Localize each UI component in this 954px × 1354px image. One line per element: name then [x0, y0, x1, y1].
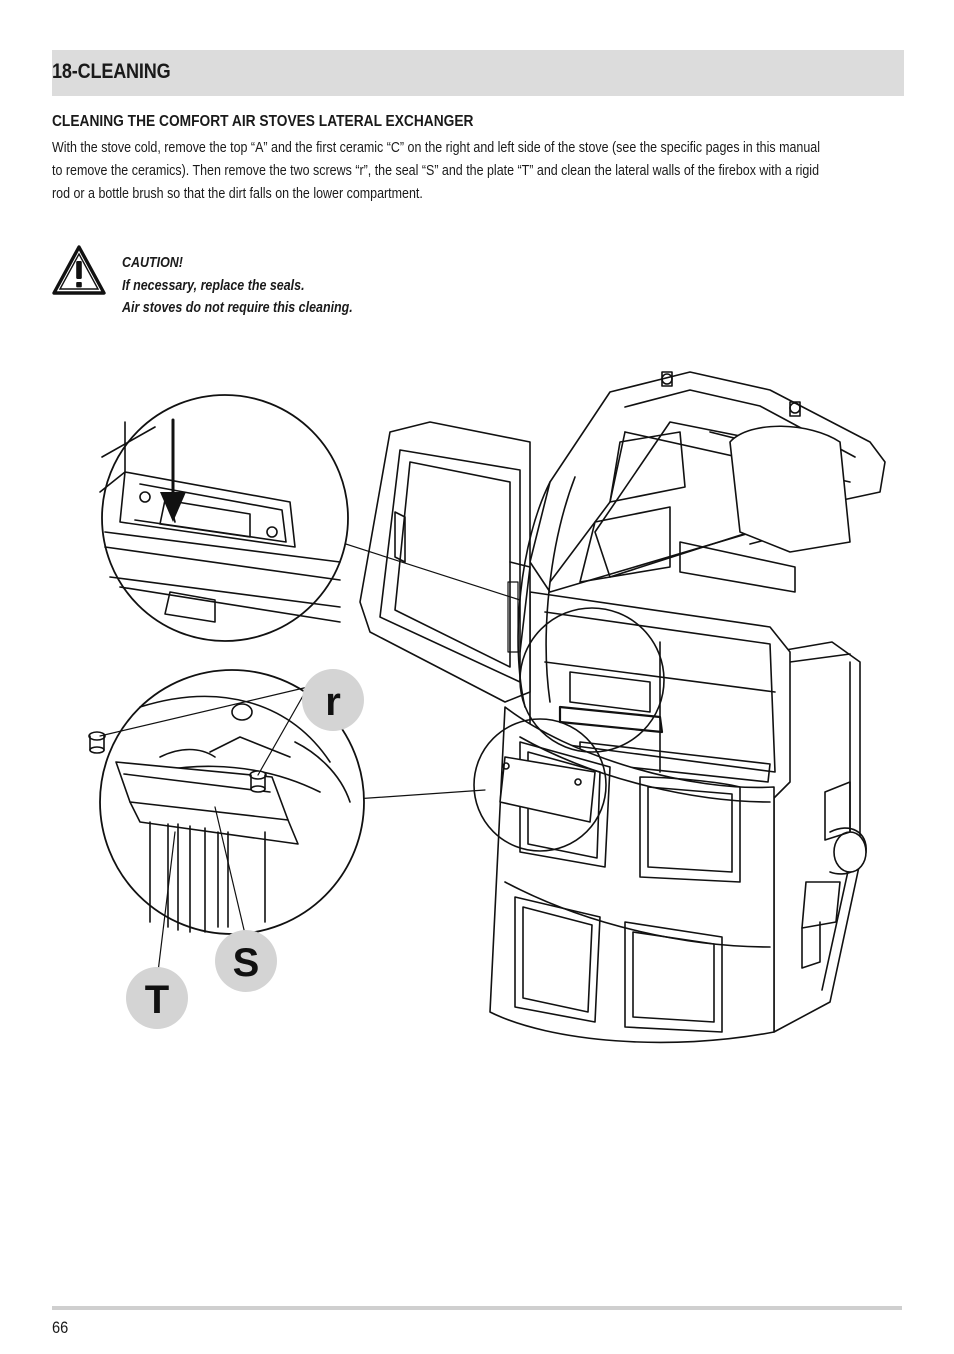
paragraph-line: rod or a bottle brush so that the dirt f… [52, 186, 423, 202]
footer-divider [52, 1306, 902, 1310]
callout-t: T [126, 967, 188, 1029]
detail-locator-upper [519, 607, 665, 753]
callout-r: r [302, 669, 364, 731]
callout-s: S [215, 930, 277, 992]
detail-locator-lower [473, 718, 607, 852]
warning-triangle-icon [52, 245, 106, 295]
section-title: 18-CLEANING [52, 60, 171, 83]
subheading: CLEANING THE COMFORT AIR STOVES LATERAL … [52, 113, 474, 130]
caution-line: If necessary, replace the seals. [122, 277, 305, 294]
paragraph-line: With the stove cold, remove the top “A” … [52, 140, 820, 156]
caution-note: CAUTION! If necessary, replace the seals… [122, 252, 353, 320]
paragraph-line: to remove the ceramics). Then remove the… [52, 163, 820, 179]
caution-title: CAUTION! [122, 255, 183, 271]
section-header-bar [52, 50, 904, 96]
callout-t-label: T [145, 978, 169, 1022]
stove-body [359, 371, 886, 1044]
page-number: 66 [52, 1318, 69, 1337]
instruction-paragraph: With the stove cold, remove the top “A” … [52, 137, 903, 206]
callout-r-label: r [325, 680, 341, 724]
stove-exchanger-illustration: r S T [88, 371, 886, 1044]
zoom-inset-upper [99, 394, 349, 642]
caution-line: Air stoves do not require this cleaning. [122, 300, 353, 316]
callout-s-label: S [233, 941, 260, 985]
screw-r-left [88, 731, 106, 754]
